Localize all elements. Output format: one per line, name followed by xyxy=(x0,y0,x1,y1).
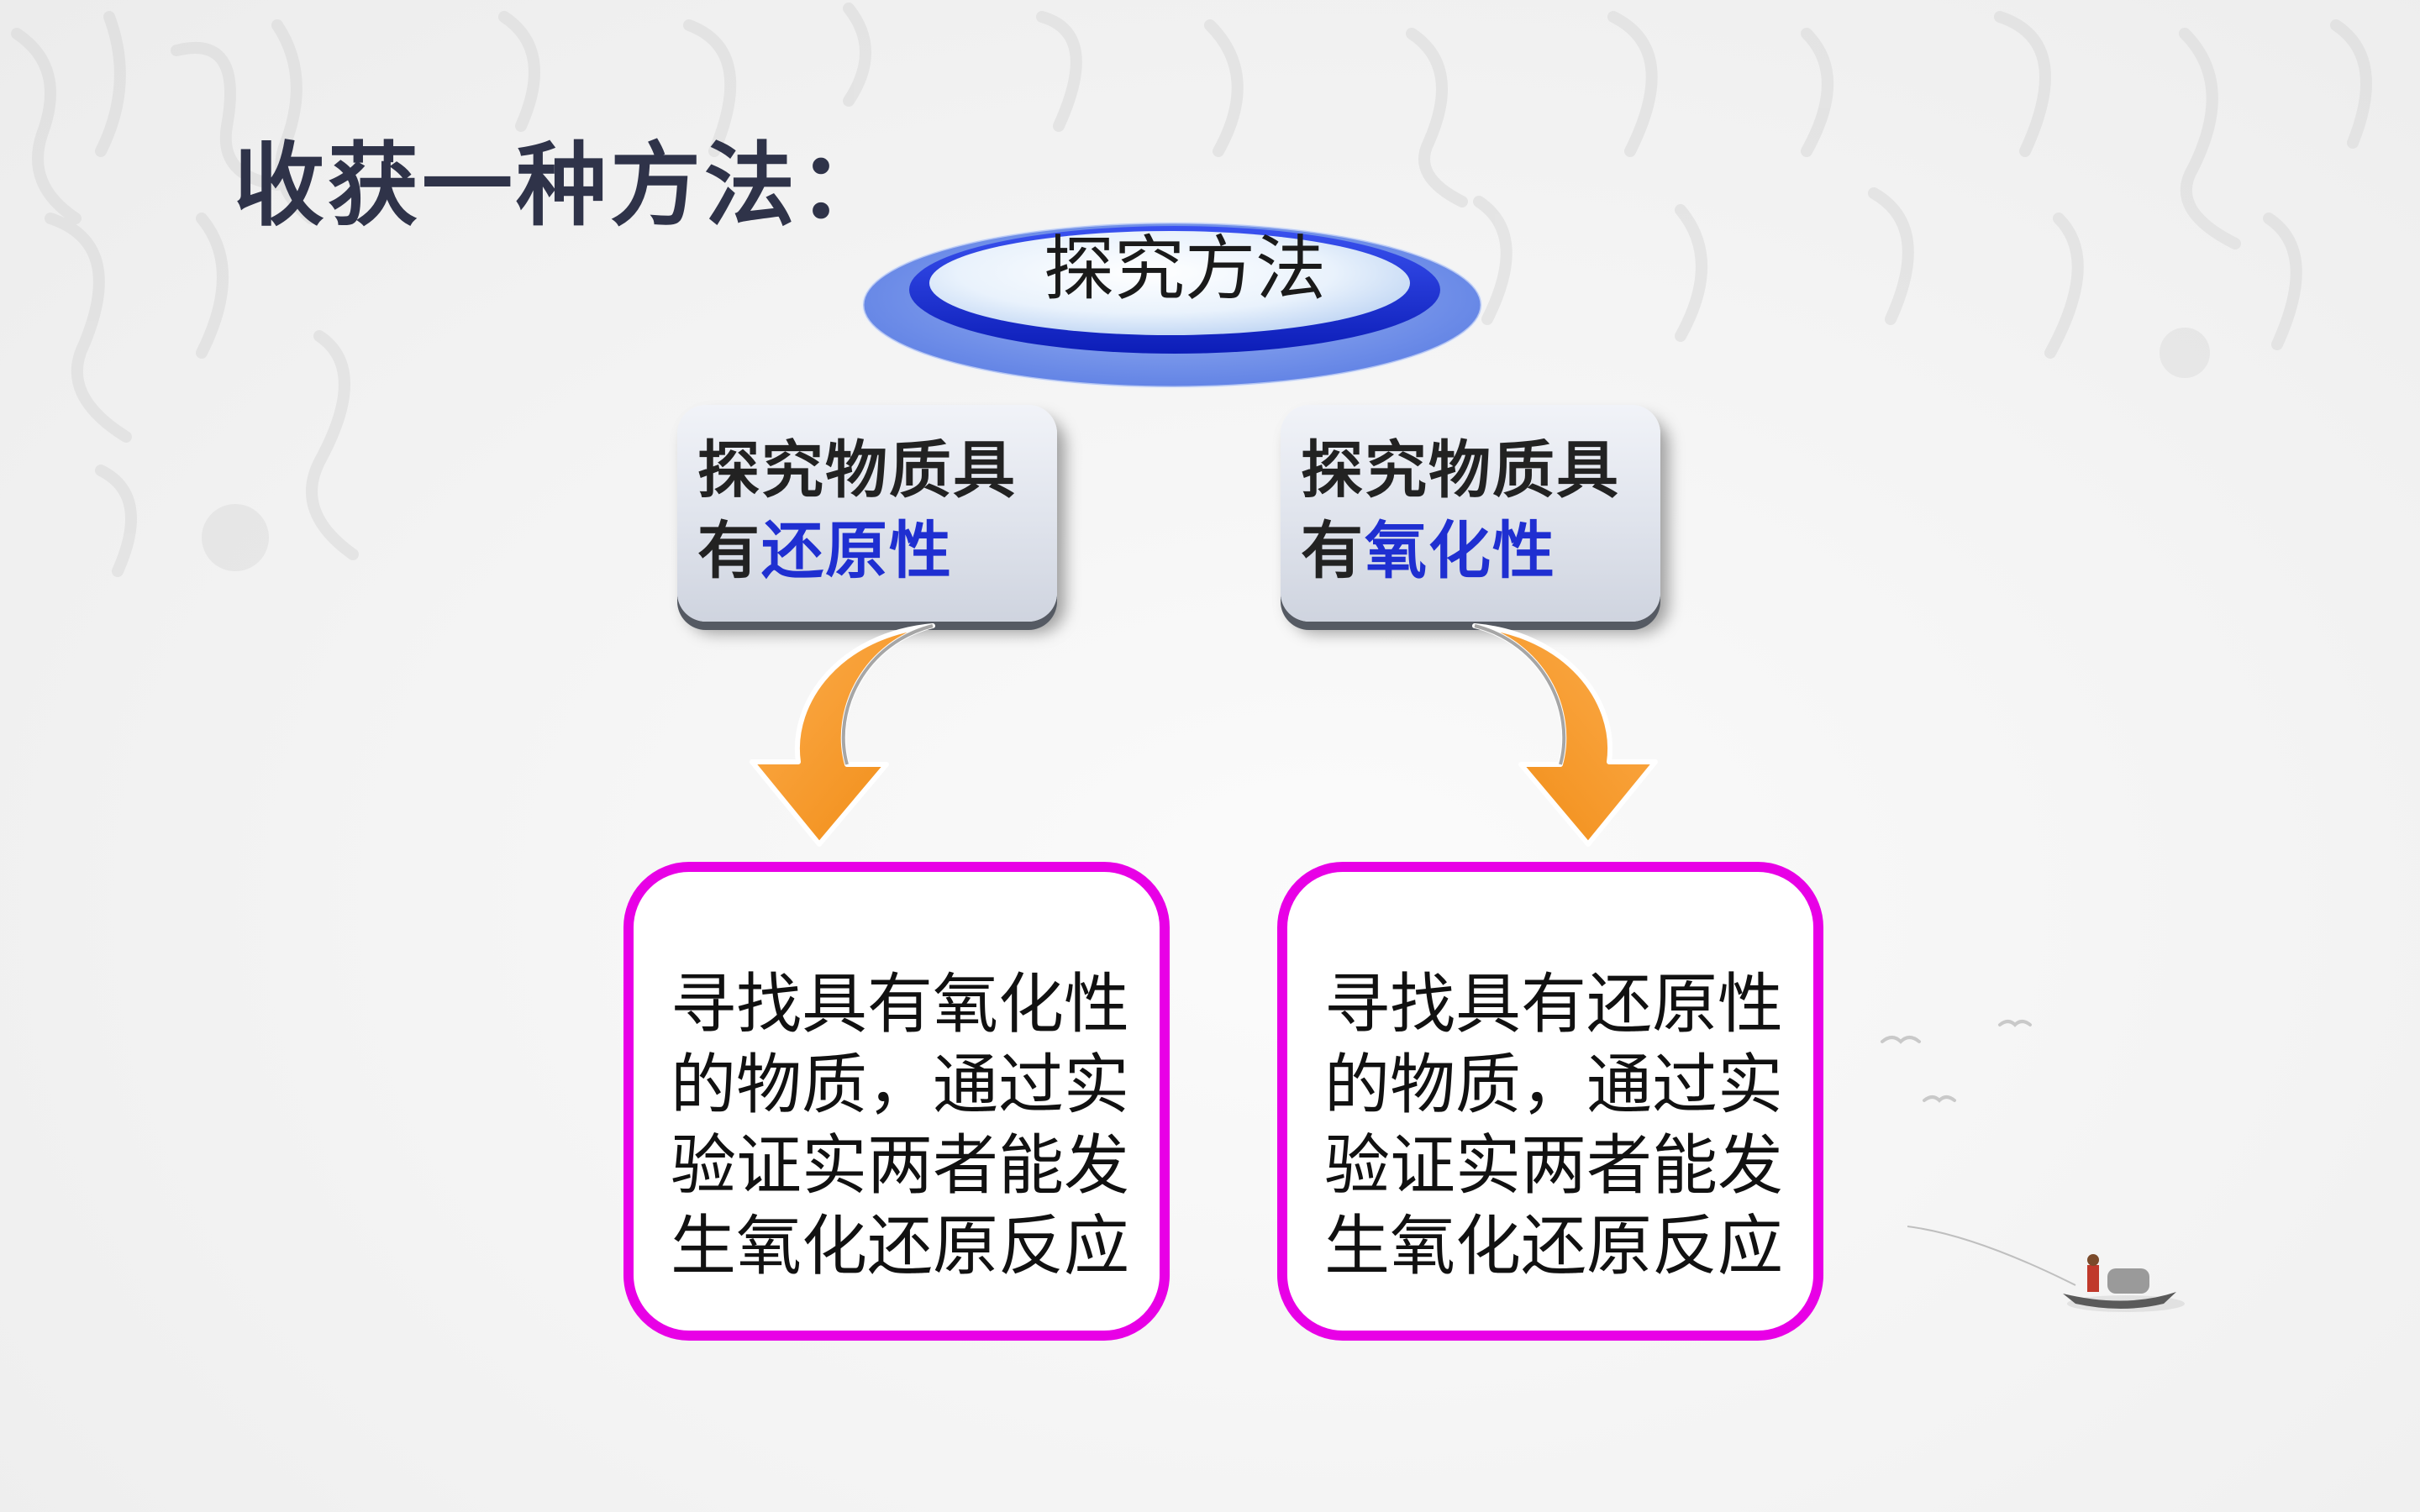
right-result-line: 的物质，通过实 xyxy=(1324,1047,1784,1123)
right-result-line: 生氧化还原反应 xyxy=(1324,1209,1784,1284)
reducing-box-line2: 有还原性 xyxy=(697,511,1057,591)
reducing-property-highlight: 还原性 xyxy=(761,515,953,587)
fishing-boat-icon xyxy=(1907,1226,2185,1312)
reducing-property-box: 探究物质具 有还原性 xyxy=(677,405,1057,622)
method-ellipse xyxy=(861,221,1483,389)
left-result-line: 生氧化还原反应 xyxy=(671,1209,1130,1284)
oxidizing-property-box: 探究物质具 有氧化性 xyxy=(1281,405,1660,622)
method-label: 探究方法 xyxy=(1043,228,1326,310)
oxidizing-box-line1: 探究物质具 xyxy=(1301,434,1620,507)
oxidizing-box-prefix: 有 xyxy=(1301,515,1365,587)
right-result-line: 验证实两者能发 xyxy=(1324,1128,1784,1204)
oxidizing-box-line2: 有氧化性 xyxy=(1301,511,1660,591)
down-curved-arrow-icon xyxy=(1472,623,1658,847)
right-result-line: 寻找具有还原性 xyxy=(1324,967,1784,1042)
birds-icon xyxy=(1881,1020,2032,1103)
page-title: 收获一种方法： xyxy=(234,134,893,239)
left-result-line: 寻找具有氧化性 xyxy=(671,967,1130,1042)
down-curved-arrow-icon xyxy=(750,623,935,847)
reducing-box-line1: 探究物质具 xyxy=(697,434,1017,507)
reducing-box-prefix: 有 xyxy=(697,515,761,587)
right-result-box: 寻找具有还原性 的物质，通过实 验证实两者能发 生氧化还原反应 xyxy=(1277,862,1823,1341)
left-result-box: 寻找具有氧化性 的物质，通过实 验证实两者能发 生氧化还原反应 xyxy=(623,862,1170,1341)
oxidizing-property-highlight: 氧化性 xyxy=(1365,515,1556,587)
left-result-line: 的物质，通过实 xyxy=(671,1047,1130,1123)
left-result-line: 验证实两者能发 xyxy=(671,1128,1130,1204)
